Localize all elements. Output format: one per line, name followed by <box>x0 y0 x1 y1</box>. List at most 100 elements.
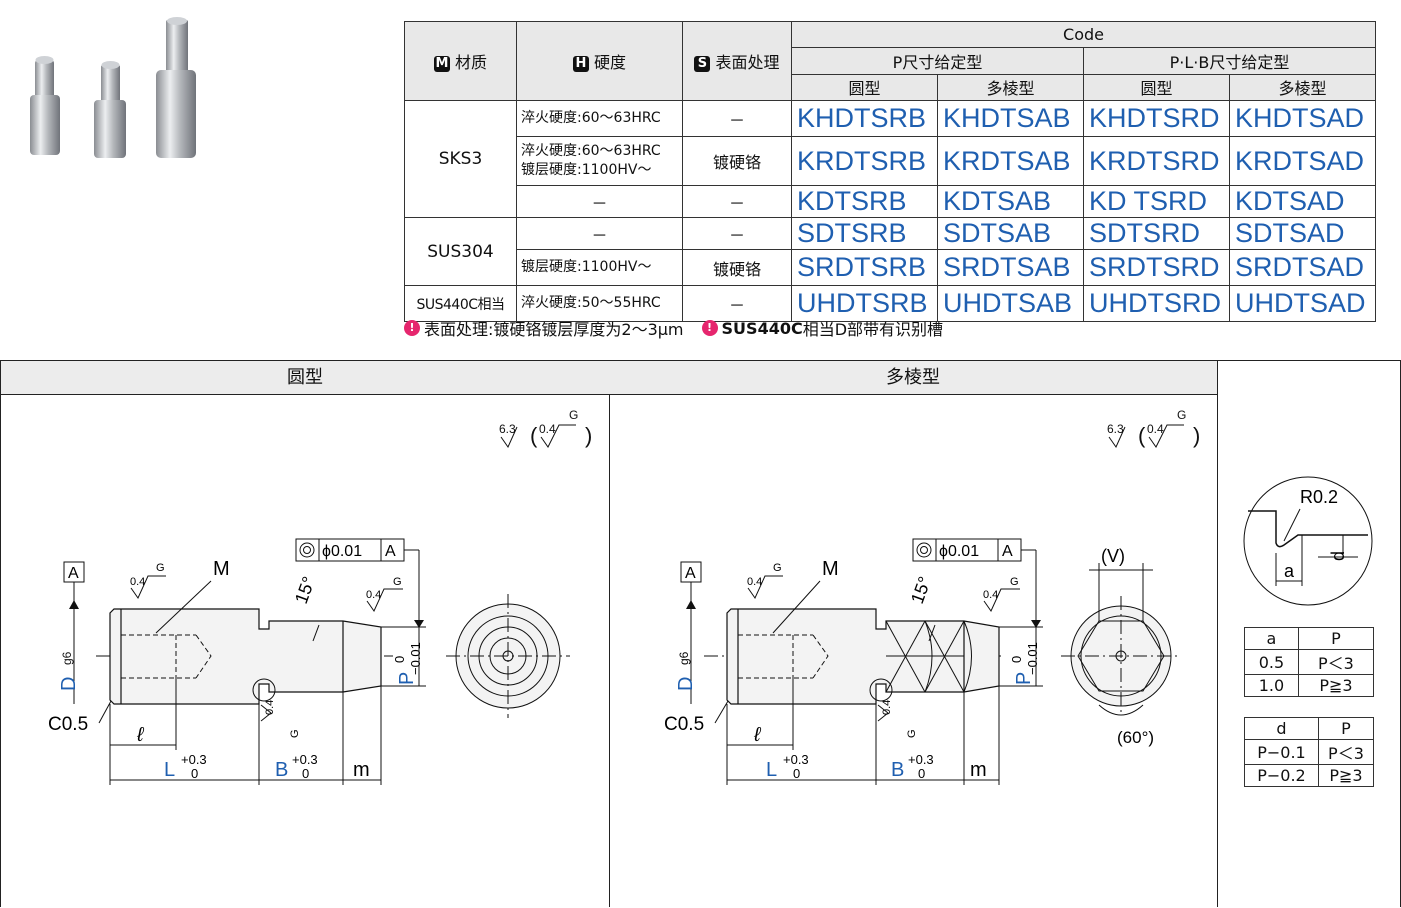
svg-text:G: G <box>773 562 782 574</box>
svg-text:+0.3: +0.3 <box>292 752 318 767</box>
hardness-cell: － <box>516 185 683 218</box>
datum-label: A <box>68 565 79 582</box>
code-cell[interactable]: KRDTSAD <box>1229 136 1376 186</box>
svg-text:ϕ0.01: ϕ0.01 <box>939 543 979 560</box>
svg-text:G: G <box>906 729 918 738</box>
polygon-header-1: 多棱型 <box>937 73 1084 102</box>
concentricity-frame: ϕ0.01 A <box>295 538 424 628</box>
code-cell[interactable]: KRDTSAB <box>937 136 1084 186</box>
svg-text:): ) <box>585 423 592 448</box>
code-cell[interactable]: KHDTSRB <box>791 100 938 137</box>
round-header-1: 圆型 <box>791 73 938 102</box>
concentricity-frame: ϕ0.01 A <box>912 538 1041 628</box>
svg-text:m: m <box>970 759 987 781</box>
material-cell: SUS440C相当 <box>404 285 517 322</box>
pin-body <box>109 608 382 705</box>
svg-text:G: G <box>289 729 301 738</box>
svg-text:0.4: 0.4 <box>1147 422 1164 436</box>
dim-l-small: ℓ <box>136 724 145 746</box>
surface-cell: 镀硬铬 <box>682 136 792 186</box>
code-cell[interactable]: SRDTSRB <box>791 249 938 286</box>
code-cell[interactable]: SDTSAD <box>1229 217 1376 250</box>
svg-text:g6: g6 <box>60 651 74 665</box>
code-cell[interactable]: KD TSRD <box>1083 185 1230 218</box>
code-cell[interactable]: KHDTSRD <box>1083 100 1230 137</box>
code-cell[interactable]: SDTSRD <box>1083 217 1230 250</box>
round-panel: 圆型 6.3 ( 0.4 G ) <box>0 361 610 907</box>
code-cell[interactable]: SRDTSRD <box>1083 249 1230 286</box>
table-row: SUS440C相当 淬火硬度:50～55HRC － UHDTSRB UHDTSA… <box>404 285 1376 322</box>
svg-text:A: A <box>385 543 396 560</box>
code-cell[interactable]: SDTSAB <box>937 217 1084 250</box>
hardness-cell: 镀层硬度:1100HV～ <box>516 249 683 286</box>
detail-a: a <box>1284 561 1295 581</box>
dim-d: D <box>58 677 80 691</box>
code-cell[interactable]: SDTSRB <box>791 217 938 250</box>
code-cell[interactable]: SRDTSAB <box>937 249 1084 286</box>
svg-text:0.4: 0.4 <box>881 700 893 715</box>
svg-text:−0.01: −0.01 <box>1025 642 1040 675</box>
svg-text:L: L <box>766 759 777 781</box>
dim-p: P <box>396 672 418 685</box>
hardness-badge: H <box>572 56 589 72</box>
code-cell[interactable]: KHDTSAB <box>937 100 1084 137</box>
angle-label: 15° <box>291 574 319 606</box>
code-cell[interactable]: KDTSRB <box>791 185 938 218</box>
code-cell[interactable]: KDTSAB <box>937 185 1084 218</box>
detail-radius: R0.2 <box>1300 487 1338 507</box>
round-drawing: 6.3 ( 0.4 G ) <box>48 408 592 785</box>
table-row: － － KDTSRB KDTSAB KD TSRD KDTSAD <box>405 185 1376 218</box>
hardness-cell: 淬火硬度:60～63HRC <box>516 100 683 137</box>
code-cell[interactable]: UHDTSRB <box>791 285 938 322</box>
svg-text:B: B <box>891 759 904 781</box>
round-header-2: 圆型 <box>1083 73 1230 102</box>
svg-text:6.3: 6.3 <box>1107 422 1124 436</box>
thread-hidden <box>121 634 212 679</box>
code-cell[interactable]: UHDTSAB <box>937 285 1084 322</box>
polygon-panel-title: 多棱型 <box>609 361 1217 395</box>
round-panel-title: 圆型 <box>1 361 609 395</box>
svg-text:0: 0 <box>918 766 925 781</box>
svg-text:0: 0 <box>191 766 198 781</box>
dim-b: B <box>275 759 288 781</box>
material-badge: M <box>433 56 450 72</box>
code-cell[interactable]: KDTSAD <box>1229 185 1376 218</box>
table-row: SKS3 淬火硬度:60～63HRC － KHDTSRB KHDTSAB KHD… <box>404 100 1376 218</box>
svg-text:0: 0 <box>392 656 407 663</box>
code-cell[interactable]: KHDTSAD <box>1229 100 1376 137</box>
surface-cell: 镀硬铬 <box>682 249 792 286</box>
svg-text:G: G <box>156 562 165 574</box>
material-cell: SUS304 <box>404 217 517 286</box>
svg-text:0.4: 0.4 <box>539 422 556 436</box>
bottom-dimensions <box>109 678 382 785</box>
chamfer-label: C0.5 <box>664 714 704 735</box>
svg-text:(: ( <box>530 423 538 448</box>
polygon-drawing: 6.3 ( 0.4 G ) <box>664 408 1200 785</box>
svg-text:−0.01: −0.01 <box>408 642 423 675</box>
svg-text:G: G <box>393 576 402 588</box>
hardness-cell: 淬火硬度:50～55HRC <box>516 285 683 322</box>
dim-p: P <box>1013 672 1035 685</box>
svg-text:0: 0 <box>302 766 309 781</box>
surface-cell: － <box>682 100 792 137</box>
svg-text:15°: 15° <box>907 574 935 606</box>
undercut-detail: a d R0.2 <box>1243 476 1373 606</box>
product-photo <box>30 17 196 158</box>
chamfer-label: C0.5 <box>48 714 88 735</box>
code-cell[interactable]: SRDTSAD <box>1229 249 1376 286</box>
surface-cell: － <box>682 217 792 250</box>
bulb-icon: ! <box>701 320 718 336</box>
code-cell[interactable]: KRDTSRB <box>791 136 938 186</box>
code-cell[interactable]: KRDTSRD <box>1083 136 1230 186</box>
code-cell[interactable]: UHDTSRD <box>1083 285 1230 322</box>
code-cell[interactable]: UHDTSAD <box>1229 285 1376 322</box>
